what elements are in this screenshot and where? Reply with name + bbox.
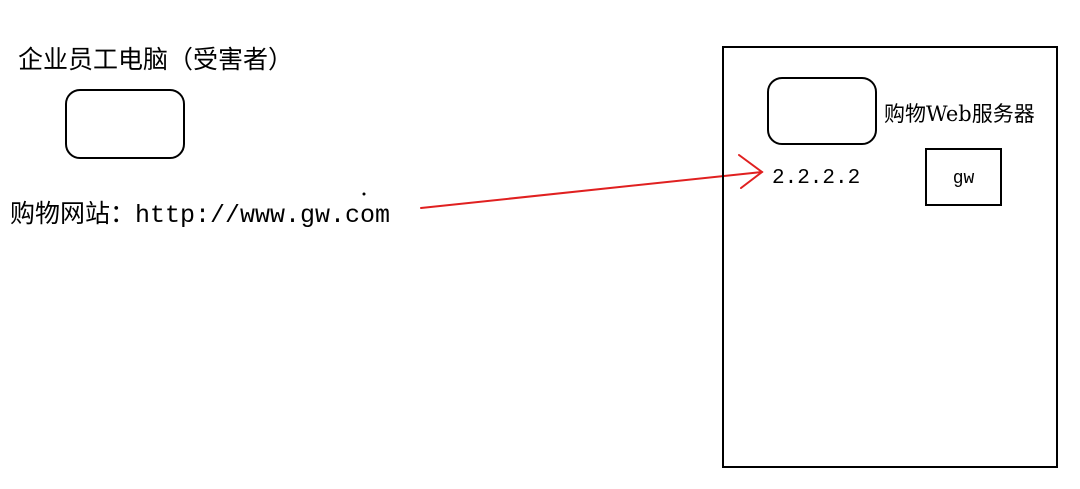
server-label: 购物Web服务器 bbox=[884, 102, 1035, 126]
server-ip-label: 2.2.2.2 bbox=[772, 167, 860, 190]
shopping-site-text: 购物网站：http://www.gw.com bbox=[10, 199, 390, 230]
arrow-shaft bbox=[420, 171, 763, 209]
victim-computer-label: 企业员工电脑（受害者） bbox=[18, 45, 293, 74]
shopping-site-prefix: 购物网站： bbox=[10, 199, 135, 228]
shopping-site-url: http://www.gw.com bbox=[135, 201, 390, 230]
site-box bbox=[925, 148, 1002, 206]
red-arrow bbox=[420, 154, 764, 209]
server-container bbox=[722, 46, 1058, 468]
victim-computer-node bbox=[65, 89, 185, 159]
server-node bbox=[767, 77, 877, 145]
site-box-label: gw bbox=[953, 169, 975, 189]
arrow-head bbox=[738, 154, 764, 189]
stray-dot bbox=[362, 192, 366, 196]
